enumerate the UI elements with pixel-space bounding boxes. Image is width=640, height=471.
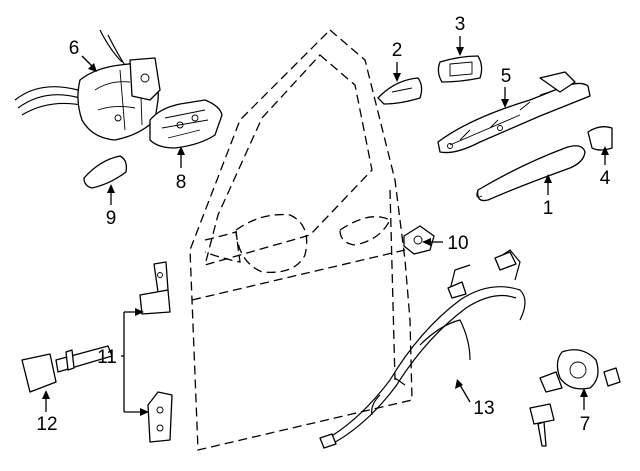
callout-10: 10 [447, 233, 468, 254]
handle-end-cap-4 [587, 126, 613, 151]
leader-lines [42, 36, 609, 416]
door-latch-actuator [14, 29, 161, 141]
callout-3: 3 [455, 14, 466, 35]
door-bumper-10 [403, 225, 435, 255]
callout-5: 5 [501, 66, 512, 87]
door-outline [189, 29, 413, 451]
callout-2: 2 [392, 40, 403, 61]
door-hinge-upper [139, 261, 171, 315]
door-hinge-lower [147, 391, 173, 443]
callout-9: 9 [106, 208, 117, 229]
callout-1: 1 [543, 198, 554, 219]
outside-handle-1 [476, 145, 586, 202]
callout-labels: 1 2 3 4 5 6 7 8 9 10 11 12 13 [36, 14, 610, 435]
handle-carrier-5 [437, 71, 591, 154]
callout-6: 6 [69, 38, 80, 59]
callout-4: 4 [600, 168, 611, 189]
callout-7: 7 [580, 414, 591, 435]
callout-12: 12 [36, 414, 57, 435]
lock-cylinder-7 [529, 349, 621, 447]
inside-handle-housing [149, 99, 223, 149]
escutcheon-plate-3 [437, 55, 483, 83]
callout-11: 11 [97, 347, 117, 368]
wiring-harness-13 [319, 249, 526, 449]
handle-cover-2 [377, 77, 423, 105]
callout-13: 13 [473, 398, 494, 419]
callout-8: 8 [176, 172, 187, 193]
handle-cap-9 [83, 155, 128, 189]
door-check-12 [21, 345, 113, 393]
